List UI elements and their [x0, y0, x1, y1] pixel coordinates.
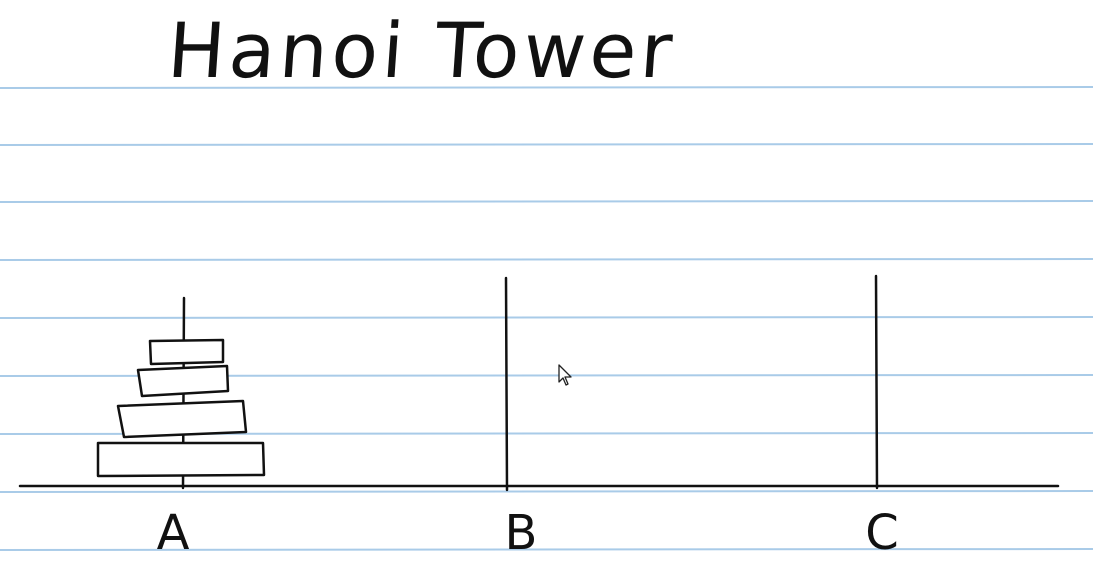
peg-label-c: C: [865, 505, 899, 561]
disk-4: [96, 441, 266, 478]
peg-c-rod: [874, 274, 879, 490]
disk-3: [116, 399, 248, 439]
disk-stack-a: [96, 338, 266, 478]
disk-1: [148, 338, 225, 366]
mouse-pointer-icon: [558, 364, 572, 386]
ruled-lines: [0, 86, 1093, 551]
peg-label-b: B: [504, 505, 538, 561]
disk-2: [136, 364, 230, 398]
peg-label-a: A: [156, 505, 190, 561]
page-title: Hanoi Tower: [164, 6, 679, 95]
peg-b-rod: [504, 276, 509, 492]
